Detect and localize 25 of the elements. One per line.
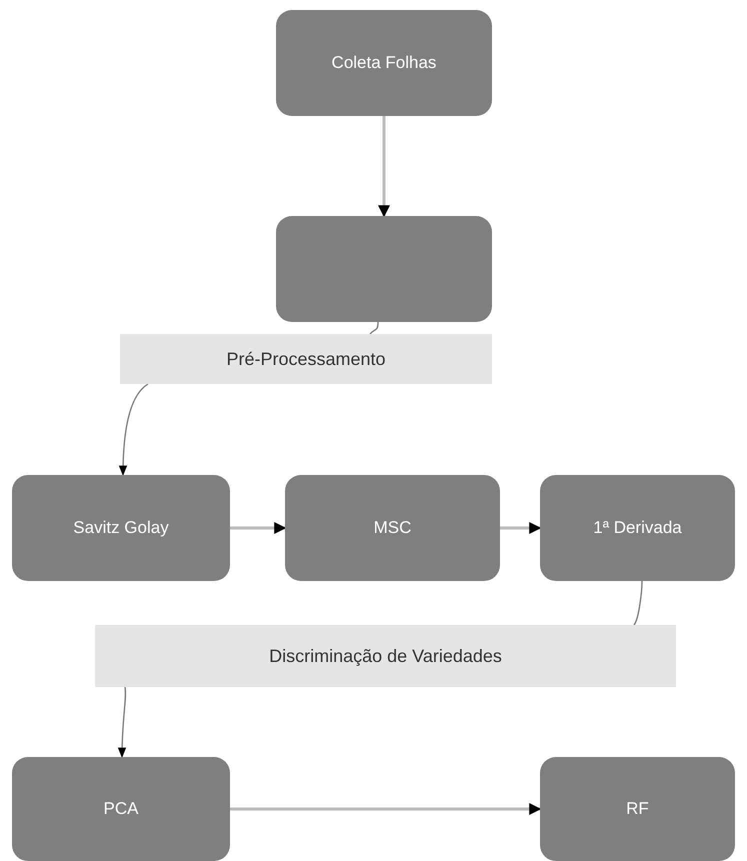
process-box: [540, 475, 735, 581]
node-label: Coleta Folhas: [332, 53, 436, 73]
arrow: [118, 383, 148, 476]
stage-band: [95, 625, 676, 687]
arrow: [230, 522, 286, 534]
process-box: [276, 10, 492, 116]
node-label: PCA: [104, 799, 138, 819]
connector-line: [370, 322, 379, 334]
node-label: RF: [626, 799, 649, 819]
process-box: [12, 757, 230, 861]
process-box: [540, 757, 735, 861]
node-label: 1ª Derivada: [593, 518, 682, 538]
node-label: Savitz Golay: [73, 518, 169, 538]
node-label: MSC: [374, 518, 412, 538]
arrow: [500, 522, 542, 534]
connector-line: [633, 580, 643, 626]
arrow: [378, 116, 390, 218]
node-label: Discriminação de Variedades: [269, 646, 502, 666]
process-box: [285, 475, 500, 581]
arrow: [230, 803, 542, 815]
arrow: [118, 686, 126, 758]
process-box: [276, 216, 492, 322]
node-label: Pré-Processamento: [226, 348, 386, 370]
stage-band: [120, 334, 492, 384]
process-box: [12, 475, 230, 581]
